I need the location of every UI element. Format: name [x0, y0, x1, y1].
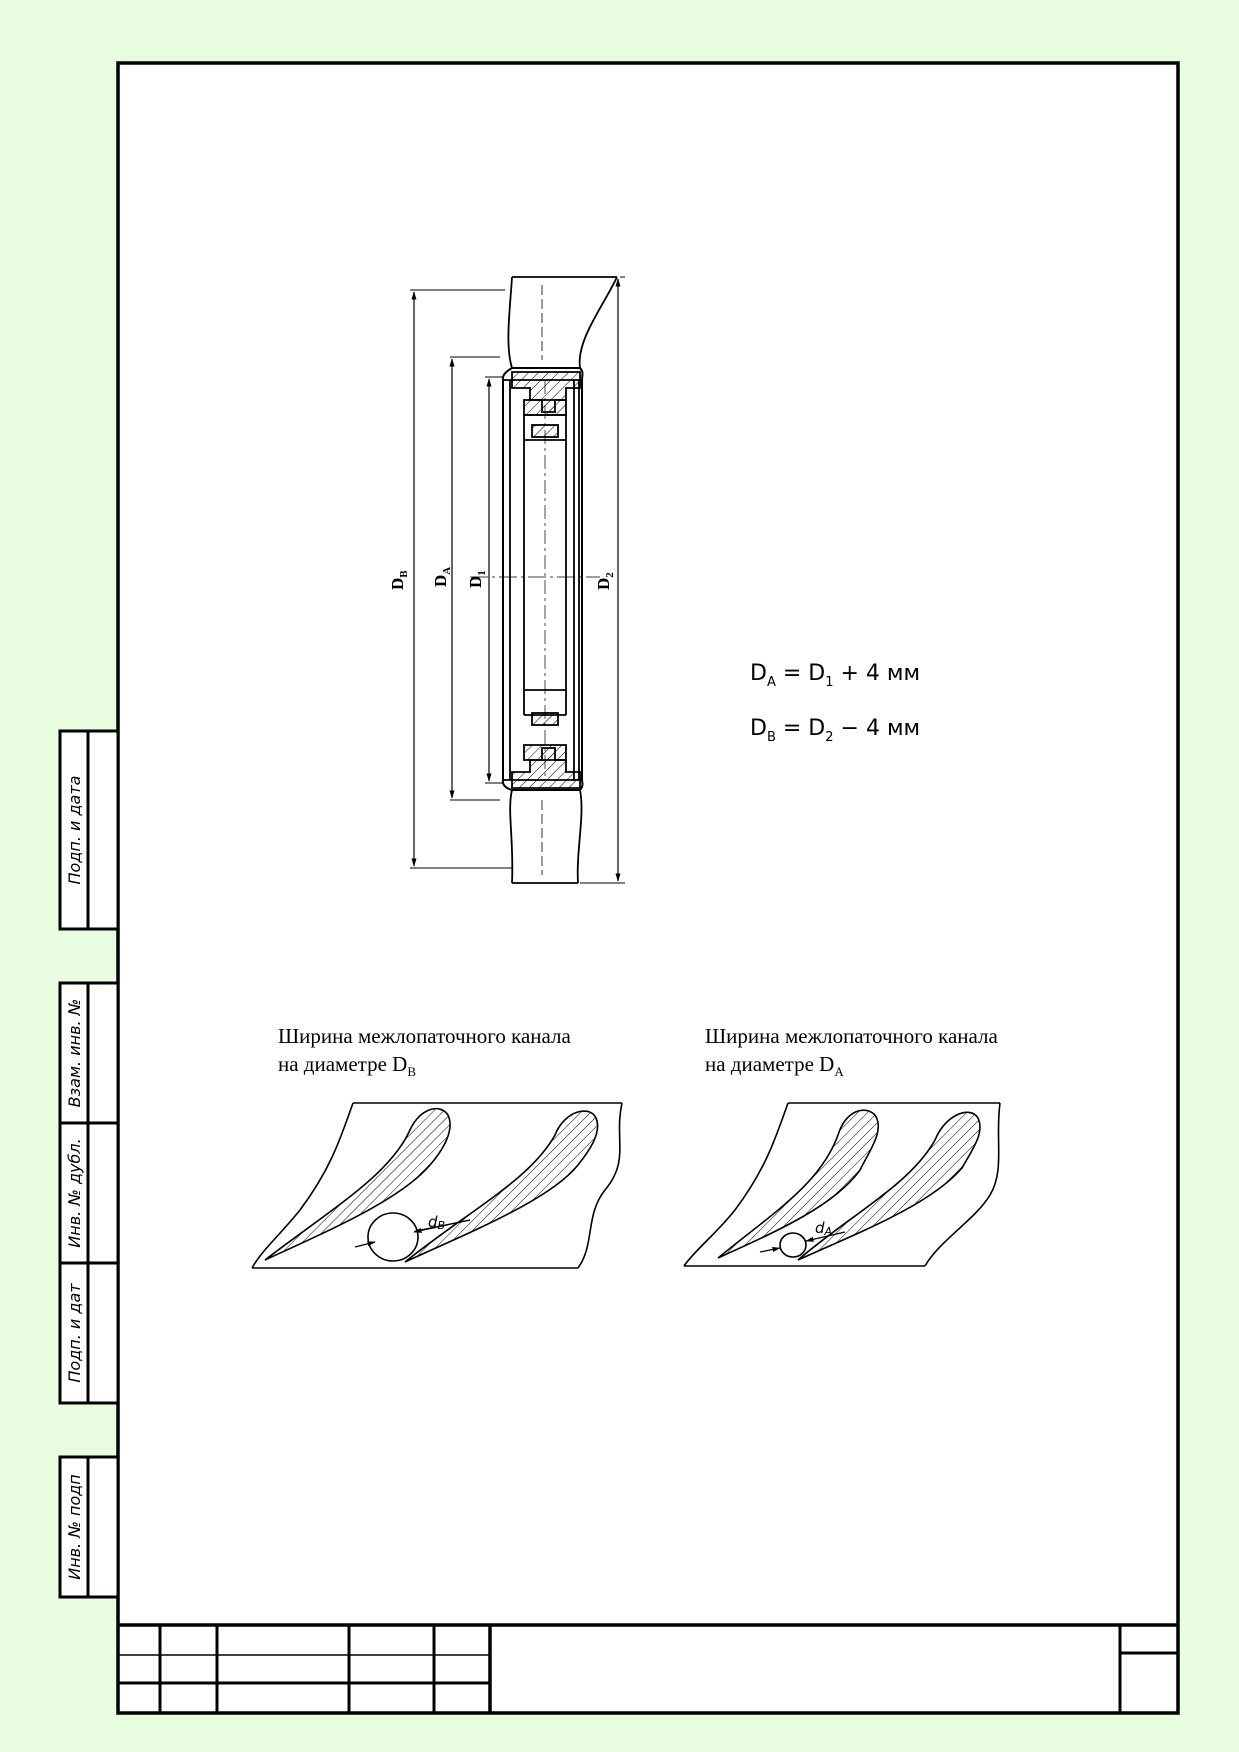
wheel-section-drawing: [410, 276, 625, 884]
blade-cascade-db: [251, 1102, 623, 1269]
blade-cascade-da: [683, 1102, 1001, 1267]
cascade-caption-a-line1: Ширина межлопаточного канала: [705, 1024, 999, 1048]
formula-db: DВ = D2 − 4 мм: [750, 716, 920, 745]
side-stamp-cell-3: Инв. № дубл.: [65, 1138, 84, 1247]
side-stamp-cell-4: Подп. и дат: [65, 1283, 84, 1383]
title-block: [118, 1623, 1178, 1713]
cascade-caption-b-line1: Ширина межлопаточного канала: [278, 1024, 572, 1048]
cascade-caption-b-line2: на диаметре DВ: [278, 1052, 416, 1079]
dim-label-d2: D2: [594, 572, 616, 590]
side-stamp: [58, 729, 120, 1599]
dim-label-da: DА: [431, 567, 453, 587]
dim-label-db: DВ: [388, 570, 410, 590]
cascade-caption-a-line2: на диаметре DА: [705, 1052, 844, 1079]
dim-label-d1: D1: [466, 570, 488, 588]
sheet-frame: [116, 61, 1180, 1715]
side-stamp-cell-1: Подп. и дата: [65, 776, 84, 885]
side-stamp-cell-2: Взам. инв. №: [65, 999, 84, 1108]
side-stamp-cell-5: Инв. № подп: [65, 1474, 84, 1580]
formula-da: DА = D1 + 4 мм: [750, 661, 920, 690]
